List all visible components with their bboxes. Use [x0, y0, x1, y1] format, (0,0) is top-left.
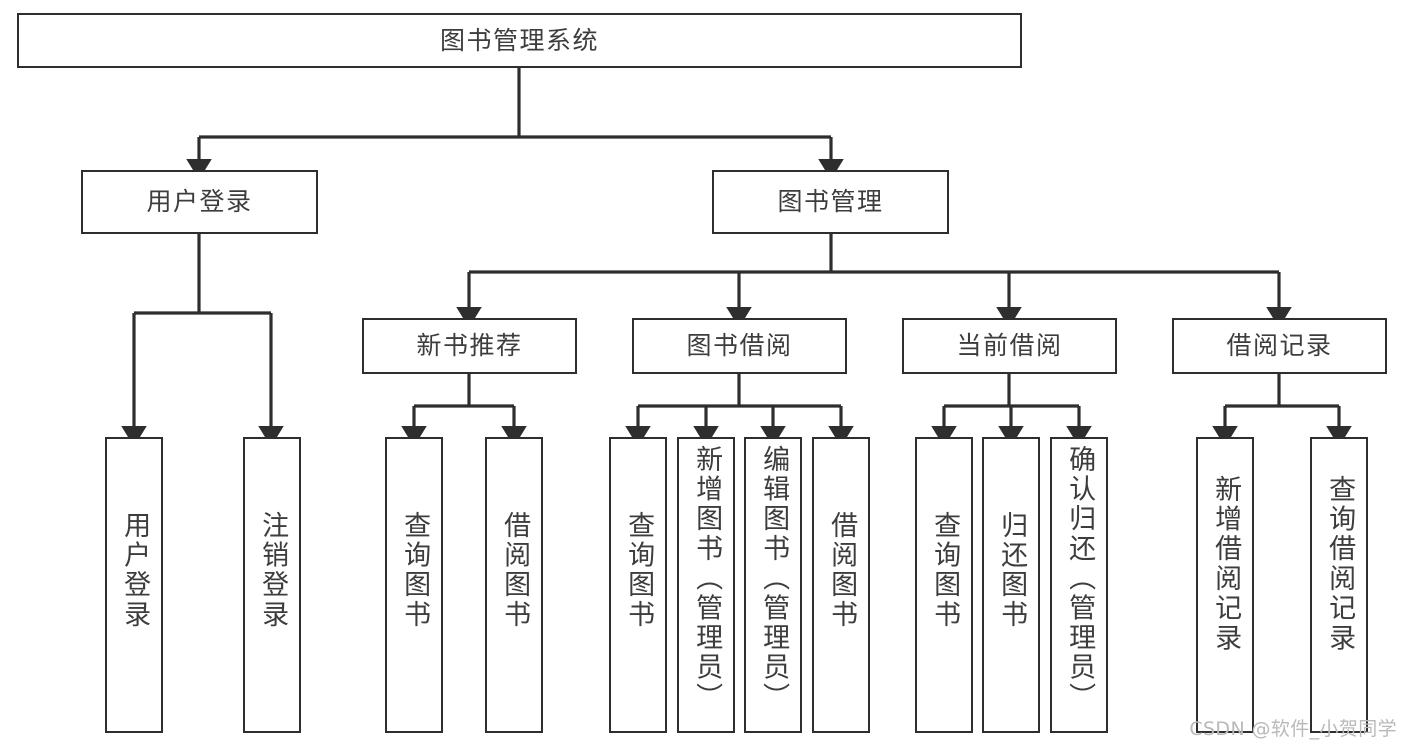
leaf-book-borrow-add-book-admin[interactable]: 新增图书（管理员）: [677, 437, 735, 733]
node-label: 查询图书: [399, 511, 431, 630]
node-user-login[interactable]: 用户登录: [81, 170, 318, 234]
node-label: 当前借阅: [956, 331, 1063, 361]
node-book-management[interactable]: 图书管理: [712, 170, 949, 234]
node-label: 用户登录: [146, 187, 253, 217]
leaf-new-book-borrow-book[interactable]: 借阅图书: [485, 437, 543, 733]
node-label: 借阅图书: [826, 511, 858, 630]
node-new-book-recommend[interactable]: 新书推荐: [362, 318, 577, 374]
node-current-borrow[interactable]: 当前借阅: [902, 318, 1117, 374]
watermark-csdn: CSDN @软件_小贺同学: [1189, 718, 1397, 740]
leaf-book-borrow-query-book[interactable]: 查询图书: [609, 437, 667, 733]
node-label: 注销登录: [257, 511, 289, 630]
node-label: 编辑图书（管理员）: [758, 445, 790, 713]
leaf-borrow-record-query-record[interactable]: 查询借阅记录: [1310, 437, 1368, 733]
leaf-current-borrow-confirm-return-admin[interactable]: 确认归还（管理员）: [1050, 437, 1108, 733]
leaf-current-borrow-query-book[interactable]: 查询图书: [915, 437, 973, 733]
node-root-book-management-system[interactable]: 图书管理系统: [17, 13, 1022, 68]
node-label: 新增借阅记录: [1210, 475, 1242, 654]
leaf-user-login-logout[interactable]: 注销登录: [243, 437, 301, 733]
node-label: 查询借阅记录: [1324, 475, 1356, 654]
leaf-book-borrow-edit-book-admin[interactable]: 编辑图书（管理员）: [744, 437, 802, 733]
node-label: 图书管理: [777, 187, 884, 217]
node-book-borrow[interactable]: 图书借阅: [632, 318, 847, 374]
node-label: 查询图书: [623, 511, 655, 630]
leaf-current-borrow-return-book[interactable]: 归还图书: [982, 437, 1040, 733]
node-label: 新增图书（管理员）: [691, 445, 723, 713]
node-label: 图书借阅: [686, 331, 793, 361]
node-label: 查询图书: [929, 511, 961, 630]
leaf-book-borrow-borrow-book[interactable]: 借阅图书: [812, 437, 870, 733]
node-label: 图书管理系统: [439, 25, 599, 55]
leaf-borrow-record-add-record[interactable]: 新增借阅记录: [1196, 437, 1254, 733]
node-label: 归还图书: [996, 511, 1028, 630]
node-borrow-record[interactable]: 借阅记录: [1172, 318, 1387, 374]
node-label: 确认归还（管理员）: [1064, 445, 1096, 713]
node-label: 借阅记录: [1226, 331, 1333, 361]
leaf-user-login-login[interactable]: 用户登录: [105, 437, 163, 733]
node-label: 用户登录: [119, 511, 151, 630]
leaf-new-book-query-book[interactable]: 查询图书: [385, 437, 443, 733]
node-label: 借阅图书: [499, 511, 531, 630]
node-label: 新书推荐: [416, 331, 523, 361]
